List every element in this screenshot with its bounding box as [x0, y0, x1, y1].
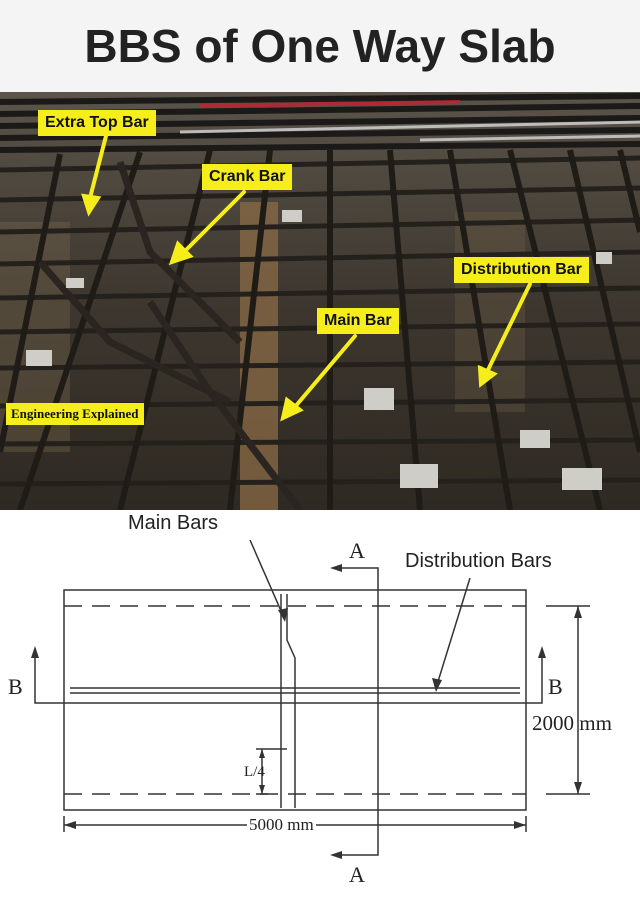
slab-outline: [63, 589, 527, 811]
rebar-mesh-illustration: [0, 92, 640, 510]
width-dim-label: 5000 mm: [247, 815, 316, 835]
slab-diagram: Main Bars Distribution Bars A A B B 2000…: [0, 510, 640, 901]
extra-top-bar-label: Extra Top Bar: [38, 110, 156, 136]
width-dim-arrow-right: [514, 821, 526, 829]
main-bar-cranked: [286, 594, 296, 808]
width-dim-arrow-left: [64, 821, 76, 829]
crank-dim-arrow-top: [259, 749, 265, 758]
main-bar-label: Main Bar: [317, 308, 399, 334]
distribution-bar-label: Distribution Bar: [454, 257, 589, 283]
rebar-photo: Extra Top Bar Crank Bar Distribution Bar…: [0, 92, 640, 510]
section-b-arrow-left: [31, 646, 39, 658]
main-bars-leader-head: [278, 608, 288, 622]
section-a-arrow-bottom: [330, 851, 342, 859]
distribution-bars-label: Distribution Bars: [405, 550, 552, 572]
height-dim-arrow-bottom: [574, 782, 582, 794]
main-bars-label: Main Bars: [128, 512, 219, 534]
section-b-left-label: B: [8, 674, 23, 699]
section-a-line: [336, 567, 379, 856]
section-a-top-label: A: [349, 538, 365, 563]
watermark-label: Engineering Explained: [6, 403, 144, 425]
section-b-line: [34, 655, 543, 704]
crank-dim-arrow-bottom: [259, 785, 265, 794]
height-dim-label: 2000 mm: [532, 711, 612, 735]
main-bars-leader: [249, 539, 286, 621]
distribution-bars-leader-head: [432, 678, 442, 692]
section-b-arrow-right: [538, 646, 546, 658]
page-title: BBS of One Way Slab: [0, 0, 640, 92]
crank-dim-label: L/4: [244, 764, 265, 780]
crank-bar-label: Crank Bar: [202, 164, 293, 190]
section-b-right-label: B: [548, 674, 563, 699]
section-a-bottom-label: A: [349, 862, 365, 887]
distribution-bars-leader: [435, 577, 471, 689]
section-a-arrow-top: [330, 564, 342, 572]
height-dim-arrow-top: [574, 606, 582, 618]
